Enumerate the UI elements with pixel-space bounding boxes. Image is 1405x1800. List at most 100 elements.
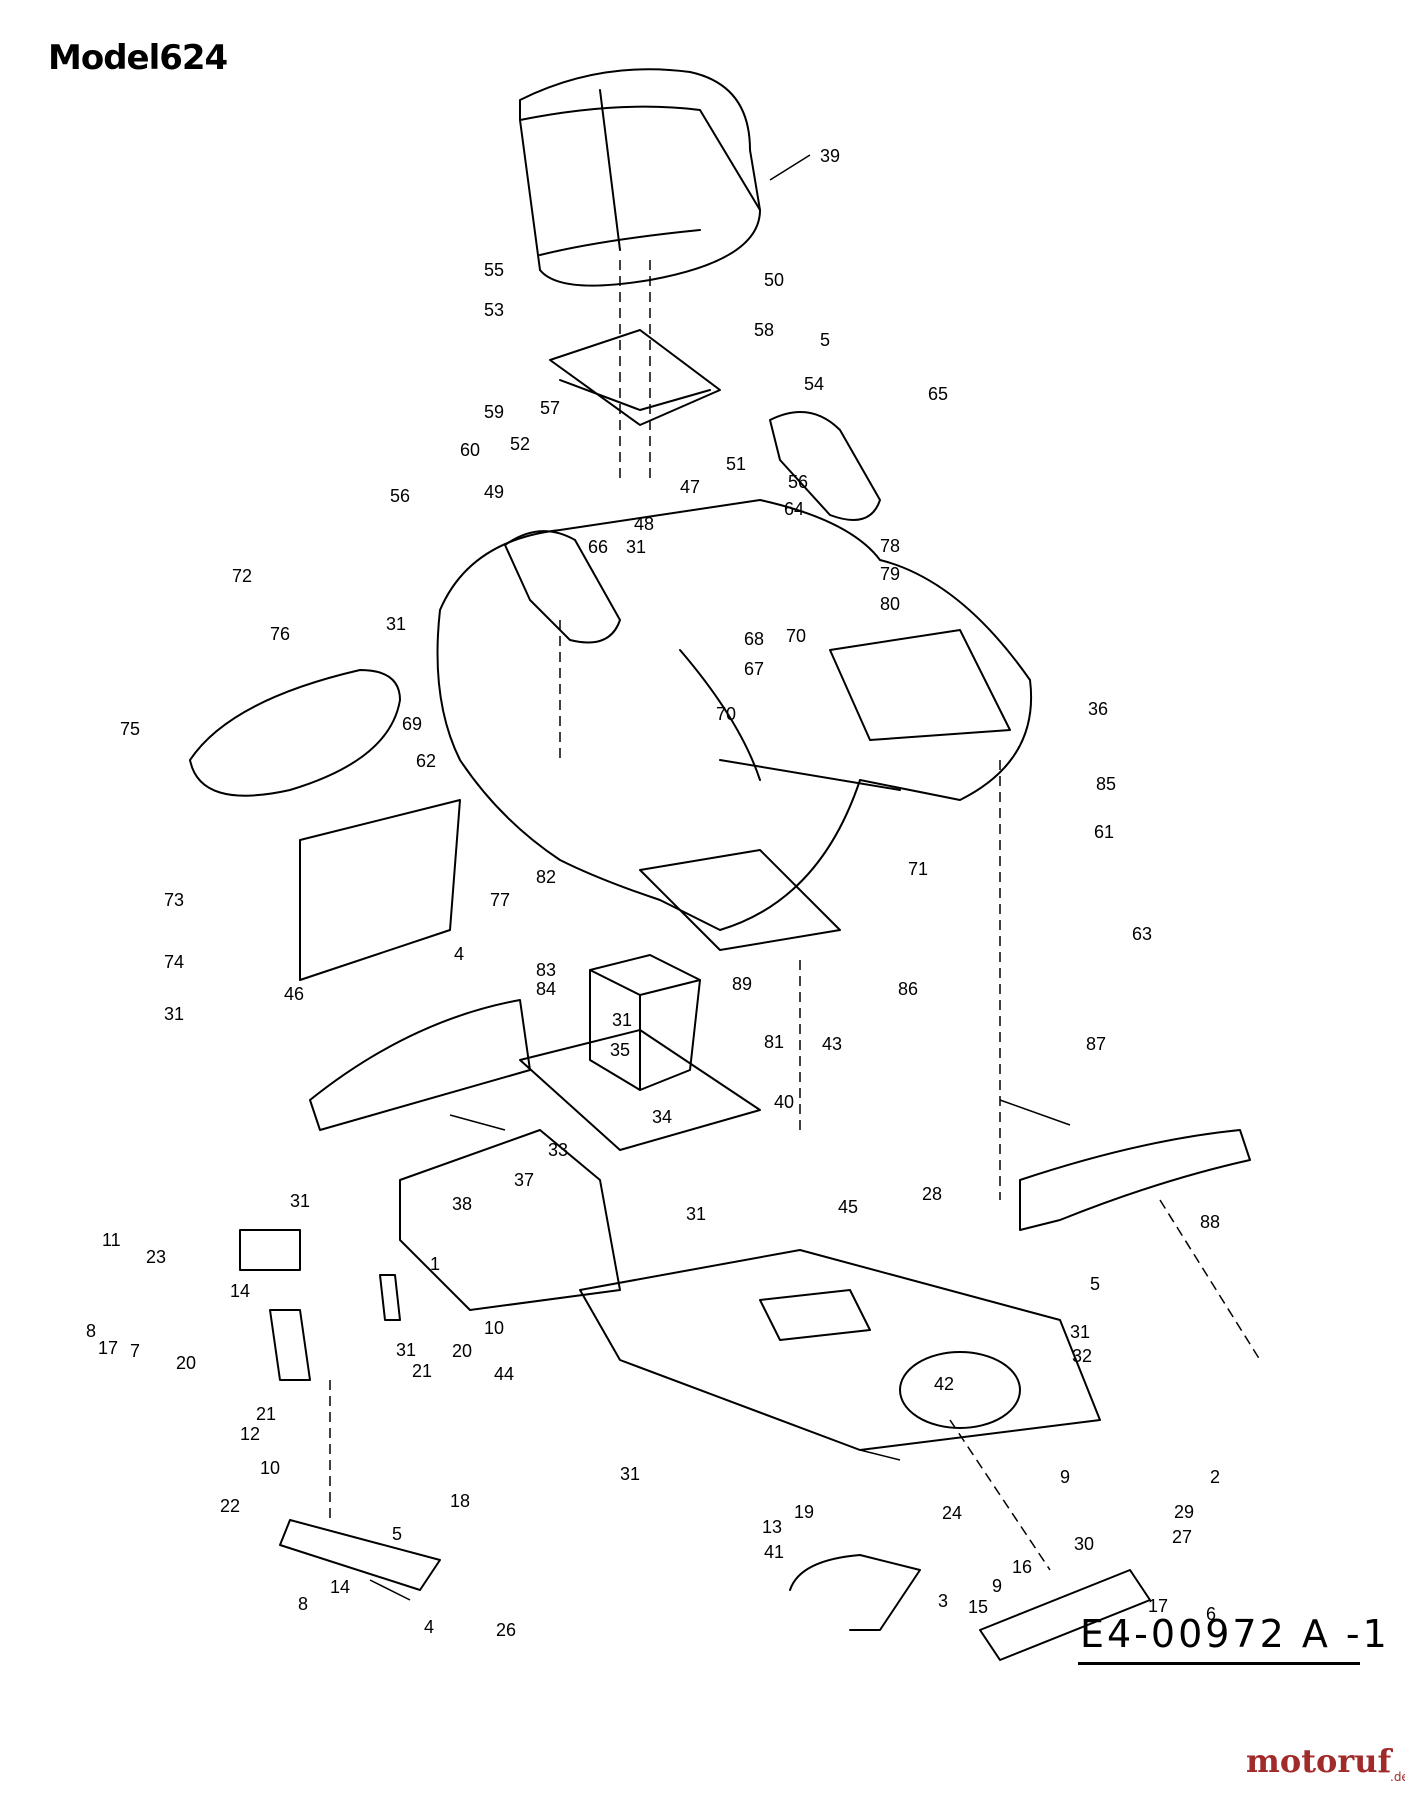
callout: 70 <box>786 626 806 646</box>
callout: 89 <box>732 974 752 994</box>
brand-logo[interactable]: motoruf <box>1246 1742 1392 1780</box>
callout: 48 <box>634 514 654 534</box>
callout: 71 <box>908 859 928 879</box>
callout: 15 <box>968 1597 988 1617</box>
callout: 80 <box>880 594 900 614</box>
callout: 24 <box>942 1503 962 1523</box>
callout: 14 <box>230 1281 250 1301</box>
callout-labels: 39 55 50 53 58 5 54 65 57 59 60 52 51 47… <box>86 146 1220 1640</box>
callout: 31 <box>164 1004 184 1024</box>
callout: 19 <box>794 1502 814 1522</box>
brand-suffix: .de <box>1390 1770 1405 1784</box>
callout: 20 <box>176 1353 196 1373</box>
callout: 5 <box>1090 1274 1100 1294</box>
callout: 31 <box>620 1464 640 1484</box>
callout: 51 <box>726 454 746 474</box>
callout: 66 <box>588 537 608 557</box>
callout: 31 <box>290 1191 310 1211</box>
callout: 49 <box>484 482 504 502</box>
callout: 31 <box>386 614 406 634</box>
callout: 67 <box>744 659 764 679</box>
callout: 28 <box>922 1184 942 1204</box>
callout: 54 <box>804 374 824 394</box>
seat-drawing <box>519 68 761 287</box>
callout: 3 <box>938 1591 948 1611</box>
callout: 17 <box>98 1338 118 1358</box>
callout: 31 <box>686 1204 706 1224</box>
callout: 26 <box>496 1620 516 1640</box>
callout: 86 <box>898 979 918 999</box>
drawing-code-rule <box>1078 1662 1360 1665</box>
right-footrest-drawing <box>829 629 1011 741</box>
callout: 29 <box>1174 1502 1194 1522</box>
callout: 55 <box>484 260 504 280</box>
callout: 43 <box>822 1034 842 1054</box>
callout: 81 <box>764 1032 784 1052</box>
callout: 72 <box>232 566 252 586</box>
callout: 47 <box>680 477 700 497</box>
right-armrest-drawing <box>769 411 881 521</box>
callout: 77 <box>490 890 510 910</box>
callout: 76 <box>270 624 290 644</box>
callout: 65 <box>928 384 948 404</box>
callout: 4 <box>454 944 464 964</box>
callout: 74 <box>164 952 184 972</box>
callout: 21 <box>256 1404 276 1424</box>
callout: 63 <box>1132 924 1152 944</box>
hitch-bracket-drawing <box>789 1554 1151 1661</box>
callout: 57 <box>540 398 560 418</box>
callout: 27 <box>1172 1527 1192 1547</box>
callout: 22 <box>220 1496 240 1516</box>
callout: 12 <box>240 1424 260 1444</box>
callout: 8 <box>86 1321 96 1341</box>
callout: 69 <box>402 714 422 734</box>
drawing-code: E4-00972 A -1 <box>1080 1612 1390 1656</box>
callout: 20 <box>452 1341 472 1361</box>
callout: 11 <box>102 1230 121 1250</box>
pedal-linkage-drawing <box>239 1229 441 1591</box>
callout: 31 <box>612 1010 632 1030</box>
callout: 33 <box>548 1140 568 1160</box>
callout: 16 <box>1012 1557 1032 1577</box>
callout: 9 <box>992 1576 1002 1596</box>
callout: 78 <box>880 536 900 556</box>
callout: 61 <box>1094 822 1114 842</box>
callout: 36 <box>1088 699 1108 719</box>
callout: 5 <box>820 330 830 350</box>
callout: 41 <box>764 1542 784 1562</box>
callout: 50 <box>764 270 784 290</box>
callout: 1 <box>430 1254 440 1274</box>
callout: 68 <box>744 629 764 649</box>
left-armrest-drawing <box>504 530 621 644</box>
callout: 60 <box>460 440 480 460</box>
callout: 31 <box>626 537 646 557</box>
callout: 73 <box>164 890 184 910</box>
battery-drawing <box>589 954 701 1091</box>
callout: 83 <box>536 960 556 980</box>
callout: 31 <box>1070 1322 1090 1342</box>
callout: 87 <box>1086 1034 1106 1054</box>
fender-body-drawing <box>436 499 1033 931</box>
callout: 42 <box>934 1374 954 1394</box>
callout: 32 <box>1072 1346 1092 1366</box>
side-pad-drawing <box>189 669 401 797</box>
callout: 37 <box>514 1170 534 1190</box>
callout: 34 <box>652 1107 672 1127</box>
callout: 31 <box>396 1340 416 1360</box>
callout: 30 <box>1074 1534 1094 1554</box>
callout: 4 <box>424 1617 434 1637</box>
callout: 7 <box>130 1341 140 1361</box>
front-bumper-drawing <box>1019 1129 1251 1231</box>
callout: 82 <box>536 867 556 887</box>
callout: 46 <box>284 984 304 1004</box>
callout: 39 <box>820 146 840 166</box>
callout: 62 <box>416 751 436 771</box>
callout: 85 <box>1096 774 1116 794</box>
callout: 14 <box>330 1577 350 1597</box>
callout: 75 <box>120 719 140 739</box>
callout: 70 <box>716 704 736 724</box>
callout: 58 <box>754 320 774 340</box>
callout: 88 <box>1200 1212 1220 1232</box>
callout: 38 <box>452 1194 472 1214</box>
main-frame-drawing <box>399 1029 1101 1451</box>
